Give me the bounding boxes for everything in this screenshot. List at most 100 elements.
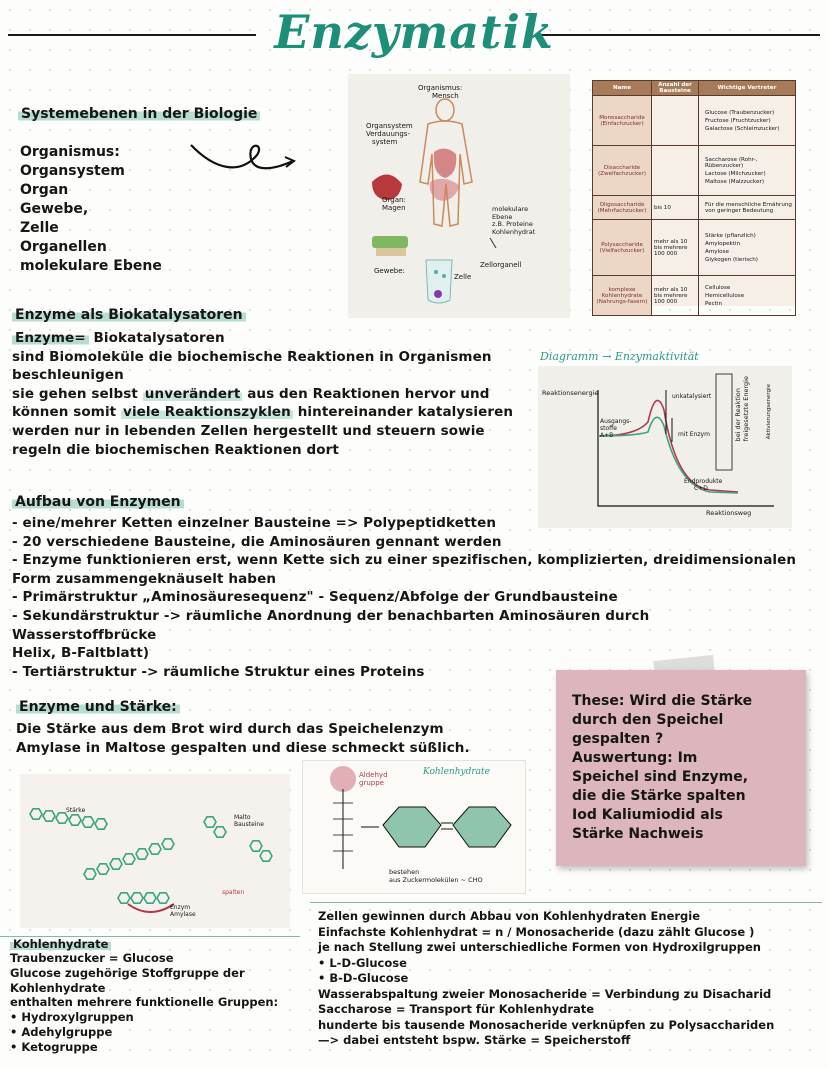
carb-row-name: Disaccharide (Zweifachzucker) [592,145,652,196]
kohlenhydrate-line-1: Glucose zugehörige Stoffgruppe der [10,965,245,980]
biokat-line-3: sie gehen selbst unverändert aus den Rea… [12,385,532,404]
glucose-unit-icon [109,858,123,870]
zellen-line-6: Saccharose = Transport für Kohlenhydrate [318,1002,595,1016]
diagram-xlabel: Reaktionsweg [706,509,752,517]
biokat-l4b: viele Reaktionszyklen [121,404,293,421]
zellen-line-0: Zellen gewinnen durch Abbau von Kohlenhy… [318,909,701,923]
glucose-aldehyd1: Aldehyd [359,771,388,779]
bottom-divider-left [0,936,300,937]
label-organsystem-text: Organsystem [366,122,413,130]
carb-vertreter-item: Fructose (Fruchtzucker) [705,117,771,124]
glucose-unit-icon [68,813,82,827]
note-line-6: Iod Kaliumiodid als [572,807,723,823]
diagram-mit-enzym: mit Enzym [678,431,710,438]
diagram-end2: C+D [694,485,708,492]
aufbau-line-6: Wasserstoffbrücke [12,626,157,643]
label-proteine: Proteine [506,220,533,228]
kohlenhydrate-heading: Kohlenhydrate [10,937,112,951]
biokat-line-5: werden nur in lebenden Zellen hergestell… [12,422,485,439]
carb-vertreter-item: Glucose (Traubenzucker) [705,109,775,116]
zellen-line-4: • B-D-Glucose [318,971,409,985]
glucose-unit-icon [259,850,273,862]
biokat-line-6: regeln die biochemischen Reaktionen dort [12,441,339,458]
carb-vertreter-item: Cellulose [705,284,731,291]
biokat-line-2: beschleunigen [12,367,124,384]
carb-row-count: mehr als 10 bis mehrere 100 000 [651,275,699,316]
systemebenen-item-1: Organsystem [20,163,125,179]
label-gewebe: Gewebe: [374,267,405,275]
biokat-line-1: sind Biomoleküle die biochemische Reakti… [12,348,492,365]
label-verdauung: Verdauungs- [366,130,410,138]
systemebenen-heading-text: Systemebenen in der Biologie [18,106,261,122]
glucose-unit-icon [135,848,149,860]
enzyme-energy-diagram: Reaktionsenergie Reaktionsweg unkatalysi… [538,366,792,528]
label-ebene: Ebene [492,212,513,221]
glucose-bestehen2: aus Zuckermolekülen ~ CHO [389,875,483,884]
label-organ: Organ:Magen [382,196,406,212]
biokat-line-4: können somit viele Reaktionszyklen hinte… [12,403,532,422]
kohlenhydrate-line-6: • Ketogruppe [10,1039,98,1054]
carb-vertreter-item: Stärke (pflanzlich) [705,232,756,239]
enzyme-term: Enzyme= [12,330,89,346]
glucose-aldehyd2: gruppe [359,779,384,787]
label-organismus: Organismus:Mensch [418,84,462,100]
glucose-unit-icon [94,817,108,831]
table-row: Polysaccharide (Vielfachzucker)mehr als … [592,219,796,276]
systemebenen-item-4: Zelle [20,220,59,236]
amylase-staerke-label: Stärke [66,807,86,814]
kohlenhydrate-line-2: Kohlenhydrate [10,980,106,995]
note-line-0: These: Wird die Stärke [572,693,753,709]
biokatalysatoren-text: Enzyme= Biokatalysatoren sind Biomolekül… [12,329,532,459]
amylase-enzyme-icon [127,903,175,913]
glucose-unit-icon [42,809,56,823]
carb-row-name: Monosaccharide (Einfachzucker) [592,95,652,146]
carb-vertreter-item: Glykogen (tierisch) [705,256,758,263]
biokat-line-0: Enzyme= Biokatalysatoren [12,329,532,348]
glucose-ring-icon [330,766,512,869]
label-molekulare: molekulare [492,205,529,213]
biokat-l4a: können somit [12,404,122,421]
bottom-divider [310,902,822,903]
carb-row-count [651,95,699,146]
staerke-heading: Enzyme und Stärke: [16,699,180,715]
table-row: Disaccharide (Zweifachzucker) Saccharose … [592,145,796,196]
label-mensch: Mensch [432,92,459,100]
carb-vertreter-item: Hemicellulose [705,292,745,299]
title-rule-left [8,34,256,36]
kohlenhydrate-line-5: • Adehylgruppe [10,1024,113,1039]
diagram-aktivierungsenergie: Aktivierungsenergie [766,384,772,440]
glucose-unit-icon [81,815,95,829]
carb-row-count: bis 10 [651,195,699,220]
glucose-unit-icon [156,892,170,904]
aufbau-heading: Aufbau von Enzymen [12,494,184,510]
aufbau-line-5: - Sekundärstruktur -> räumliche Anordnun… [12,607,650,624]
carb-vertreter-item: Saccharose (Rohr-, Rübenzucker) [705,156,758,169]
amylase-enzym1: Enzym [170,904,191,911]
carb-vertreter-item: Amylopektin [705,240,741,247]
staerke-line-1: Die Stärke aus dem Brot wird durch das S… [16,721,444,737]
carb-vertreter-item: Galactose (Schleimzucker) [705,125,780,132]
starch-chain-icon [29,807,273,913]
note-line-3: Auswertung: Im [572,750,698,766]
diagram-ohne-enzym: unkatalysiert [672,393,712,400]
diagram-end1: Endprodukte [684,478,723,485]
diagram-caption: Diagramm → Enzymaktivität [540,350,699,363]
aufbau-line-3: Form zusammengeknäuselt haben [12,570,277,587]
carb-row-name: Oligosaccharide (Mehrfachzucker) [592,195,652,220]
amylase-spalten-label: spalten [222,889,245,896]
aufbau-line-0: - eine/mehrer Ketten einzelner Bausteine… [12,515,497,531]
systemebenen-item-2: Organ [20,182,69,198]
glucose-unit-icon [29,807,43,821]
kohlenhydrate-line-4: • Hydroxylgruppen [10,1010,134,1025]
biokat-l3c: aus den Reaktionen hervor und [242,385,490,402]
glucose-unit-icon [203,815,217,829]
systemebenen-item-3: Gewebe, [20,201,89,217]
